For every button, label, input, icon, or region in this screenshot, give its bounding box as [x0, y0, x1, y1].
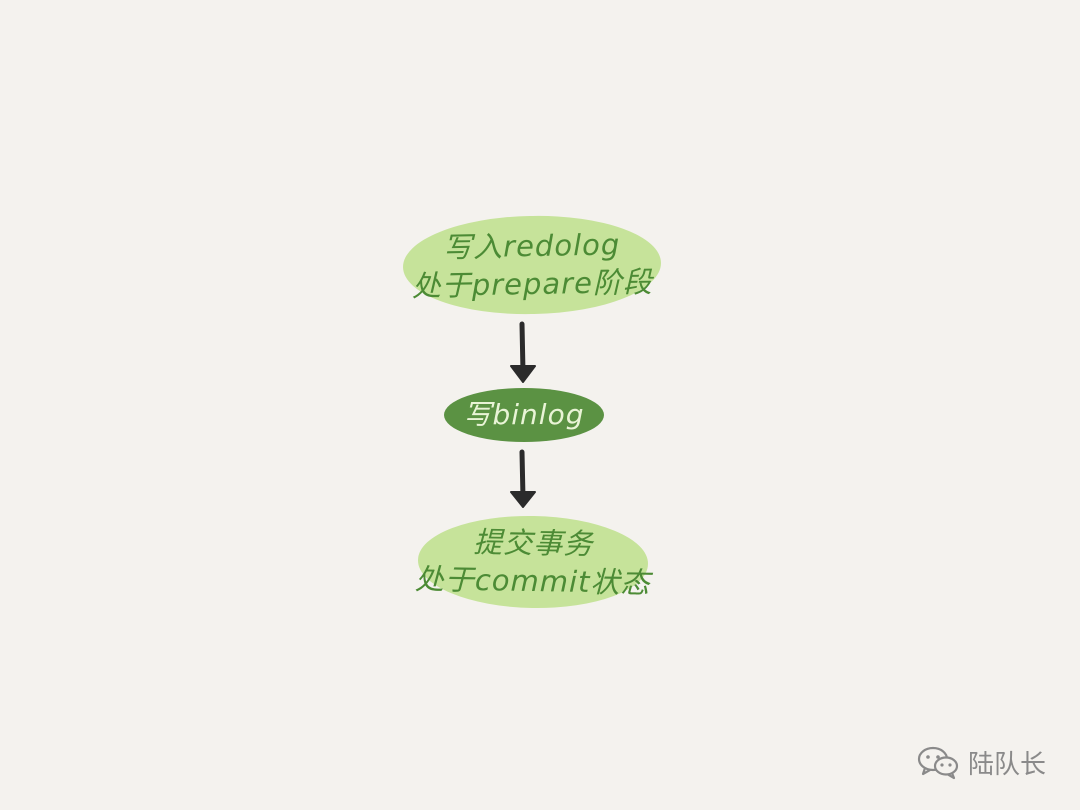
arrow-step2-to-step3 [510, 449, 536, 508]
step-2-line-1: 写binlog [463, 398, 585, 431]
watermark-text: 陆队长 [968, 749, 1047, 780]
arrow-step1-to-step2 [510, 321, 536, 383]
watermark: 陆队长 [916, 740, 1046, 784]
step-write-binlog: 写binlog [444, 388, 604, 442]
wechat-icon [917, 746, 959, 780]
